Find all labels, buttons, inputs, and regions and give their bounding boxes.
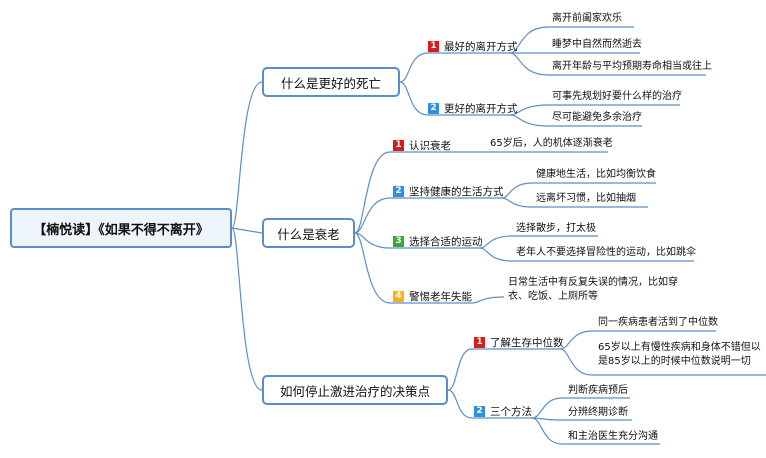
priority-2-icon: 2 (474, 406, 485, 417)
sub-three-methods[interactable]: 2 三个方法 (474, 404, 532, 419)
leaf-node[interactable]: 健康地生活，比如均衡饮食 (536, 169, 656, 180)
sub-better-way[interactable]: 2 更好的离开方式 (428, 101, 518, 116)
sub-know-aging[interactable]: 1 认识衰老 (393, 138, 451, 153)
sub-disability-alert[interactable]: 4 警惕老年失能 (393, 289, 472, 304)
root-node[interactable]: 【楠悦读】《如果不得不离开》 (10, 208, 232, 248)
sub-label: 警惕老年失能 (409, 291, 472, 303)
priority-1-icon: 1 (428, 41, 439, 52)
sub-label: 选择合适的运动 (409, 236, 483, 248)
leaf-node[interactable]: 老年人不要选择冒险性的运动，比如跳伞 (516, 247, 696, 258)
branch-stop-treatment-title: 如何停止激进治疗的决策点 (279, 383, 430, 399)
sub-label: 认识衰老 (409, 140, 451, 152)
leaf-node[interactable]: 是85岁以上的时候中位数说明一切 (598, 356, 751, 367)
sub-survival-median[interactable]: 1 了解生存中位数 (474, 335, 564, 350)
sub-label: 坚持健康的生活方式 (409, 186, 504, 198)
priority-1-icon: 1 (393, 140, 404, 151)
branch-better-death-title: 什么是更好的死亡 (280, 75, 381, 91)
priority-2-icon: 2 (428, 103, 439, 114)
leaf-node[interactable]: 和主治医生充分沟通 (568, 431, 658, 442)
priority-3-icon: 3 (393, 236, 404, 247)
sub-best-way[interactable]: 1 最好的离开方式 (428, 39, 518, 54)
leaf-node[interactable]: 可事先规划好要什么样的治疗 (552, 91, 682, 102)
branch-stop-treatment[interactable]: 如何停止激进治疗的决策点 (262, 375, 448, 405)
sub-label: 更好的离开方式 (444, 103, 518, 115)
leaf-node[interactable]: 离开年龄与平均预期寿命相当或往上 (552, 61, 712, 72)
sub-healthy-lifestyle[interactable]: 2 坚持健康的生活方式 (393, 184, 504, 199)
leaf-node[interactable]: 65岁后，人的机体逐渐衰老 (490, 138, 613, 149)
sub-label: 了解生存中位数 (490, 337, 564, 349)
leaf-node[interactable]: 睡梦中自然而然逝去 (552, 39, 642, 50)
priority-1-icon: 1 (474, 337, 485, 348)
sub-label: 最好的离开方式 (444, 41, 518, 53)
branch-better-death[interactable]: 什么是更好的死亡 (262, 67, 400, 97)
leaf-node[interactable]: 衣、吃饭、上厕所等 (508, 291, 598, 302)
leaf-node[interactable]: 远离坏习惯，比如抽烟 (536, 193, 636, 204)
leaf-node[interactable]: 尽可能避免多余治疗 (552, 112, 642, 123)
priority-2-icon: 2 (393, 186, 404, 197)
leaf-node[interactable]: 选择散步，打太极 (516, 223, 596, 234)
sub-suitable-exercise[interactable]: 3 选择合适的运动 (393, 234, 483, 249)
branch-what-is-aging[interactable]: 什么是衰老 (262, 218, 355, 248)
sub-label: 三个方法 (490, 406, 532, 418)
root-title: 【楠悦读】《如果不得不离开》 (33, 222, 209, 238)
leaf-node[interactable]: 65岁以上有慢性疾病和身体不错但以 (598, 342, 761, 353)
priority-4-icon: 4 (393, 291, 404, 302)
branch-aging-title: 什么是衰老 (277, 226, 340, 242)
leaf-node[interactable]: 分辨终期诊断 (568, 407, 628, 418)
leaf-node[interactable]: 离开前阖家欢乐 (552, 13, 622, 24)
leaf-node[interactable]: 同一疾病患者活到了中位数 (598, 317, 718, 328)
leaf-node[interactable]: 日常生活中有反复失误的情况，比如穿 (508, 277, 678, 288)
leaf-node[interactable]: 判断疾病预后 (568, 385, 628, 396)
